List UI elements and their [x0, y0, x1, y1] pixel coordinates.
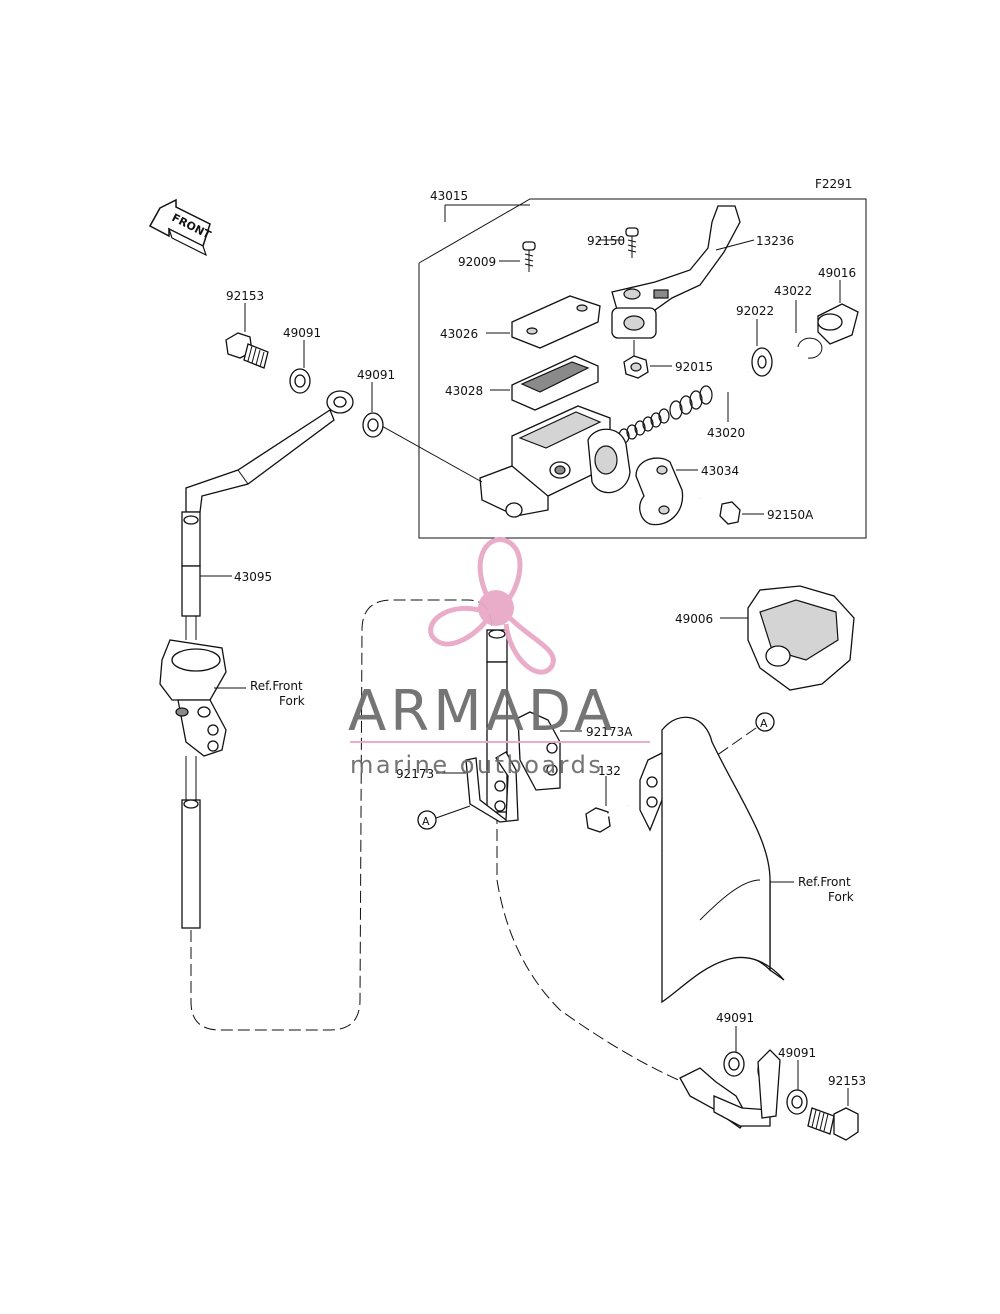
propeller-logo-icon	[428, 537, 556, 675]
hose-end-fitting-bottom	[679, 1049, 781, 1129]
label-49006: 49006	[675, 612, 713, 626]
hose-clamp-left	[159, 639, 246, 757]
brake-hose-43095	[181, 390, 354, 617]
label-43026: 43026	[440, 327, 478, 341]
washer-49091-bottom-left	[723, 1026, 745, 1077]
brake-hose-run	[181, 599, 691, 1086]
label-49091-top-right: 49091	[357, 368, 395, 382]
master-cylinder-assembly-box	[418, 198, 867, 539]
label-43028: 43028	[445, 384, 483, 398]
label-92153-top: 92153	[226, 289, 264, 303]
label-92173: 92173	[396, 767, 434, 781]
svg-text:A: A	[760, 717, 768, 730]
washer-49091-bottom-right	[786, 1060, 808, 1115]
label-132: 132	[598, 764, 621, 778]
label-43020: 43020	[707, 426, 745, 440]
screw-92150	[598, 227, 639, 258]
lever-13236	[611, 205, 755, 339]
ref-label-left-1: Ref.Front	[250, 679, 303, 693]
label-43015: 43015	[430, 189, 468, 203]
label-92150: 92150	[587, 234, 625, 248]
label-13236: 13236	[756, 234, 794, 248]
bracket-92173	[436, 751, 519, 823]
washer-49091-top-right	[362, 382, 384, 438]
diagram-code: F2291	[815, 177, 852, 191]
bracket-92173A	[517, 711, 582, 791]
bolt-132	[585, 776, 629, 833]
circlip-43022	[795, 300, 823, 359]
washer-92022	[751, 319, 773, 377]
label-49091-bottom-left: 49091	[716, 1011, 754, 1025]
screw-92009	[499, 241, 536, 272]
master-cylinder-body	[379, 405, 631, 518]
label-43022: 43022	[774, 284, 812, 298]
front-fork-right	[639, 716, 794, 1004]
label-92009: 92009	[458, 255, 496, 269]
watermark-brand: ARMADA	[348, 679, 616, 744]
armada-watermark-logo: ARMADA marine outboards	[348, 537, 650, 779]
label-92173A: 92173A	[586, 725, 633, 739]
cover-43026	[486, 295, 601, 349]
nut-92015	[623, 340, 672, 379]
ref-label-right-2: Fork	[828, 890, 854, 904]
ref-label-left-2: Fork	[279, 694, 305, 708]
diaphragm-43028	[490, 355, 599, 411]
label-92015: 92015	[675, 360, 713, 374]
protector-49006	[720, 585, 855, 691]
label-43034: 43034	[701, 464, 739, 478]
ref-label-right-1: Ref.Front	[798, 875, 851, 889]
bolt-92150A	[699, 496, 764, 525]
boot-49016	[817, 280, 859, 345]
label-92150A: 92150A	[767, 508, 814, 522]
front-arrow-icon: FRONT	[148, 198, 213, 257]
label-49091-top-left: 49091	[283, 326, 321, 340]
ref-circle-a-left: A	[417, 805, 471, 830]
label-92022: 92022	[736, 304, 774, 318]
clamp-43034	[635, 457, 698, 526]
label-43095: 43095	[234, 570, 272, 584]
label-92153-bottom: 92153	[828, 1074, 866, 1088]
washer-49091-top-left	[289, 340, 311, 394]
watermark-tagline: marine outboards	[350, 751, 603, 779]
banjo-bolt-92153-bottom	[807, 1088, 859, 1141]
svg-text:A: A	[422, 815, 430, 828]
banjo-bolt-92153-top	[225, 303, 269, 369]
label-49016: 49016	[818, 266, 856, 280]
label-49091-bottom-right: 49091	[778, 1046, 816, 1060]
